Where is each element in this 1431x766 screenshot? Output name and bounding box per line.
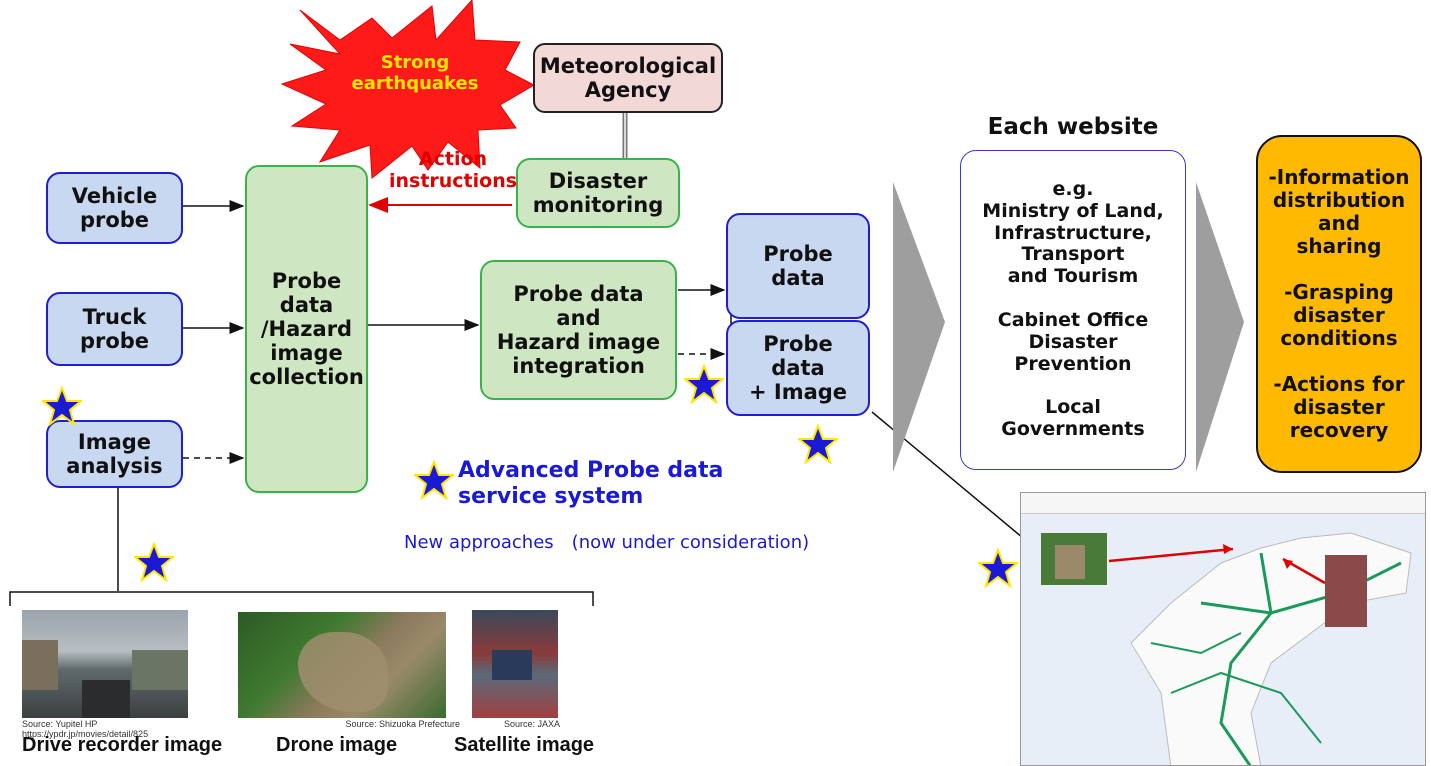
star-icon [134,542,174,582]
action-instructions-label: Action instructions [388,148,518,192]
chevron-2 [1196,182,1244,472]
drone-caption: Drone image [276,734,398,756]
satellite-photo [472,610,558,718]
chevron-1 [893,182,945,472]
drive-recorder-caption: Drive recorder image [22,734,223,756]
image-analysis-box: Image analysis [46,420,183,488]
earthquake-label: Strong earthquakes [351,52,479,94]
map-screenshot [1020,492,1426,766]
legend-subtitle: New approaches (now under consideration) [404,532,810,553]
star-icon [414,460,454,500]
outcomes-box: -Information distribution and sharing -G… [1256,135,1422,473]
each-website-title: Each website [987,114,1159,140]
star-icon [978,548,1018,588]
star-icon [798,424,838,464]
probe-data-image-box: Probe data + Image [726,320,870,416]
integration-box: Probe data and Hazard image integration [480,260,677,400]
collection-box: Probe data /Hazard image collection [245,165,368,493]
truck-probe-box: Truck probe [46,292,183,366]
legend-title: Advanced Probe data service system [458,458,724,510]
satellite-caption: Satellite image [454,734,595,756]
meteorological-agency-box: Meteorological Agency [533,43,723,113]
drone-photo [238,612,446,718]
vehicle-probe-box: Vehicle probe [46,172,183,244]
star-icon [42,386,82,426]
star-icon [684,364,724,404]
drive-recorder-source: Source: Yupitel HP https://ypdr.jp/movie… [22,719,149,739]
websites-box: e.g. Ministry of Land, Infrastructure, T… [960,150,1186,470]
probe-data-box: Probe data [726,213,870,319]
map-header [1021,493,1425,514]
images-bracket [9,591,594,606]
drive-recorder-photo [22,610,188,718]
satellite-source: Source: JAXA [503,719,560,729]
disaster-monitoring-box: Disaster monitoring [516,158,680,228]
earthquake-burst-shape [280,0,536,179]
drone-source: Source: Shizuoka Prefecture [345,719,460,729]
